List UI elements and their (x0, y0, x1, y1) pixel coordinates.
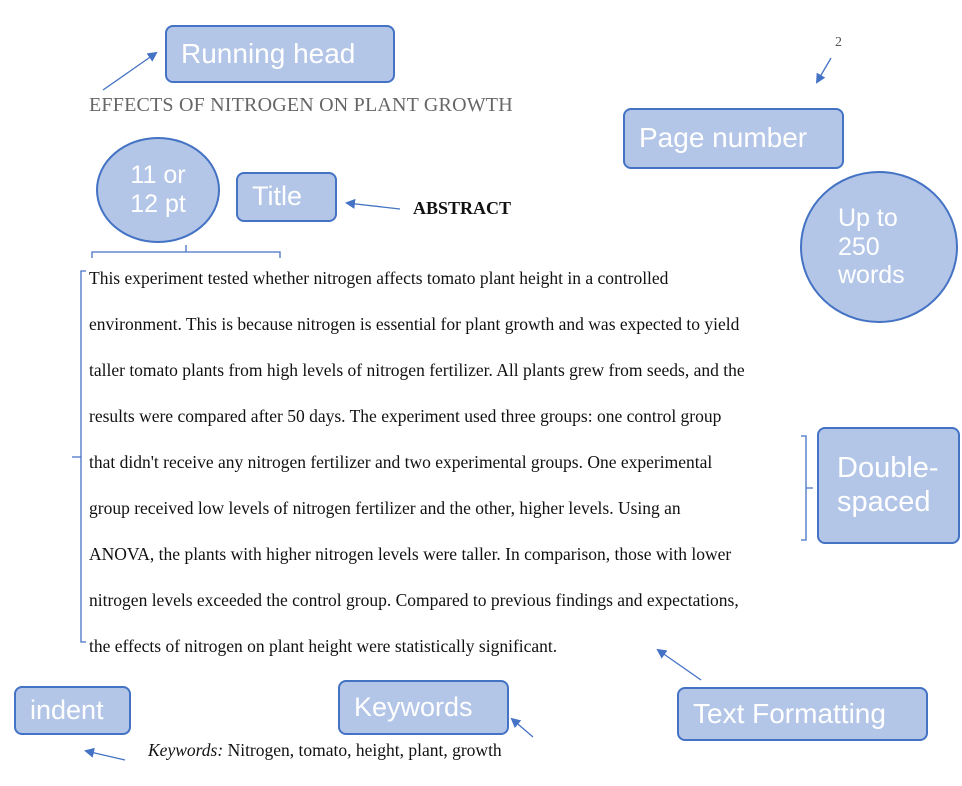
abstract-line: environment. This is because nitrogen is… (89, 314, 740, 334)
keywords-arrow (510, 717, 534, 738)
abstract-line: the effects of nitrogen on plant height … (89, 636, 558, 656)
keywords-line: Keywords: Nitrogen, tomato, height, plan… (148, 740, 502, 761)
callout-label: Keywords (354, 691, 473, 722)
callout-page-number: Page number (623, 108, 844, 169)
callout-label: indent (30, 694, 104, 725)
abstract-heading: ABSTRACT (413, 198, 512, 218)
keywords-value: Nitrogen, tomato, height, plant, growth (223, 740, 502, 760)
spacing-bracket (801, 435, 813, 541)
abstract-bracket (72, 270, 86, 643)
callout-font-size: 11 or 12 pt (96, 137, 220, 243)
callout-label: 11 or 12 pt (130, 161, 186, 218)
callout-running-head: Running head (165, 25, 395, 83)
callout-title: Title (236, 172, 337, 222)
abstract-line: that didn't receive any nitrogen fertili… (89, 452, 713, 472)
callout-label: Up to 250 words (838, 203, 905, 290)
abstract-line: taller tomato plants from high levels of… (89, 360, 745, 380)
font-size-bracket (91, 245, 281, 258)
page-number: 2 (835, 35, 842, 50)
abstract-line: nitrogen levels exceeded the control gro… (89, 590, 739, 610)
abstract-line: results were compared after 50 days. The… (89, 406, 722, 426)
running-head-arrow (102, 51, 158, 91)
callout-label: Page number (639, 122, 808, 154)
callout-label: Title (252, 181, 303, 212)
callout-word-limit: Up to 250 words (800, 171, 958, 323)
page-number-arrow (815, 57, 832, 84)
title-arrow (345, 198, 401, 210)
abstract-line: This experiment tested whether nitrogen … (89, 268, 669, 288)
callout-label: Text Formatting (693, 697, 886, 729)
abstract-line: group received low levels of nitrogen fe… (89, 498, 681, 518)
callout-label: Running head (181, 37, 356, 69)
callout-text-formatting: Text Formatting (677, 687, 928, 741)
callout-keywords: Keywords (338, 680, 509, 735)
running-head: EFFECTS OF NITROGEN ON PLANT GROWTH (89, 94, 513, 116)
keywords-label: Keywords: (148, 740, 224, 760)
text-formatting-arrow (656, 648, 702, 681)
abstract-body: This experiment tested whether nitrogen … (89, 262, 849, 676)
abstract-line: ANOVA, the plants with higher nitrogen l… (89, 544, 732, 564)
callout-label: Double- spaced (837, 452, 939, 518)
callout-indent: indent (14, 686, 131, 735)
indent-arrow (84, 747, 126, 761)
callout-spacing: Double- spaced (817, 427, 960, 544)
